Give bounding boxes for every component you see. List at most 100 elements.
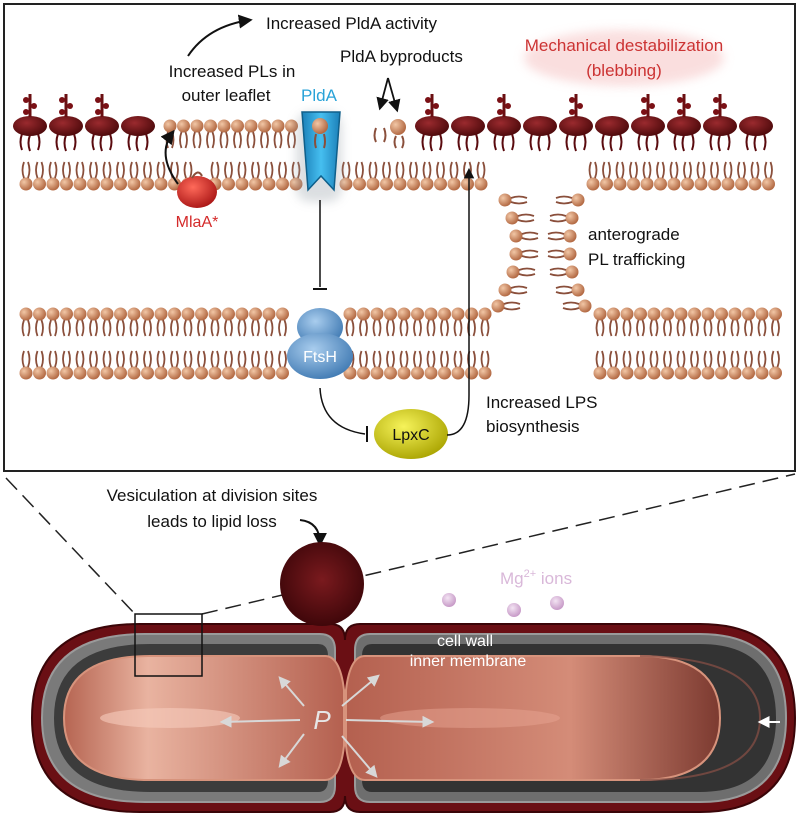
lipid-tail	[595, 350, 605, 368]
lipid-head	[87, 307, 100, 321]
lipid-head	[262, 307, 276, 321]
lipid-head	[276, 177, 289, 191]
lipid-tail	[649, 319, 659, 337]
lipid-tail	[730, 350, 740, 368]
inner-membrane-label: inner membrane	[410, 653, 527, 670]
mg-ion	[550, 596, 564, 610]
lipid-head	[181, 366, 195, 380]
lipid-head	[661, 307, 674, 321]
bleb-lipid-tail	[521, 231, 539, 241]
lipid-tail	[278, 161, 287, 179]
byproduct-arrow-left	[376, 77, 389, 111]
lipid-head	[762, 177, 775, 191]
lipid-tail	[260, 131, 269, 149]
lipid-tail	[197, 319, 206, 337]
lipid-head	[708, 177, 721, 191]
bleb-lipid-tail	[510, 195, 528, 205]
lipid-head	[33, 177, 46, 191]
lps-sugar	[103, 103, 109, 109]
lipid-tail	[636, 350, 645, 368]
lipid-head	[742, 307, 755, 321]
lipid-head	[613, 177, 627, 191]
biosynthesis-label: biosynthesis	[486, 417, 580, 436]
plda-byproducts-label: PldA byproducts	[340, 47, 463, 66]
lipid-head	[366, 177, 380, 191]
lipid-head	[181, 307, 195, 321]
anterograde-label: anterograde	[588, 225, 680, 244]
lipid-head	[163, 119, 177, 133]
lipid-head	[474, 177, 488, 191]
lipid-head	[127, 366, 141, 380]
bleb-lipid-head	[565, 265, 579, 279]
lipid-tail	[251, 161, 260, 179]
lipid-head	[271, 119, 285, 133]
lipid-tail	[129, 319, 139, 337]
lipid-tail	[246, 131, 256, 149]
lipid-head	[343, 307, 357, 321]
lipid-head	[397, 307, 411, 321]
lipid-head	[640, 177, 654, 191]
lipid-tail	[440, 350, 449, 368]
lipid-tail	[663, 350, 672, 368]
lipid-tail	[116, 161, 125, 179]
lipid-tail	[683, 161, 692, 179]
bleb-lipid-tail	[547, 249, 565, 259]
lipid-tail	[386, 319, 395, 337]
vesiculation-label: Vesiculation at division sites	[107, 486, 318, 505]
lipid-tail	[595, 319, 605, 337]
lipid-tail	[368, 161, 378, 179]
lps-core	[451, 116, 485, 136]
lps-sugar	[23, 109, 29, 115]
lipid-loss-label: leads to lipid loss	[147, 512, 276, 531]
lipid-head	[721, 177, 735, 191]
lipid-head	[204, 119, 217, 133]
vesiculation-arrow	[299, 519, 327, 547]
lipid-tail	[771, 319, 780, 337]
lipid-tail	[237, 161, 247, 179]
lipid-tail	[237, 350, 247, 368]
lipid-head	[46, 366, 60, 380]
lipid-head	[33, 366, 46, 380]
lipid-tail	[62, 319, 71, 337]
lipid-head	[755, 307, 769, 321]
lipid-tail	[730, 319, 740, 337]
lps-sugar	[59, 109, 65, 115]
lipid-tail	[399, 319, 409, 337]
lipid-head	[73, 307, 87, 321]
lipid-tail	[399, 350, 409, 368]
bleb-lipid-head	[509, 229, 523, 243]
lipid-tail	[622, 319, 632, 337]
bleb-lipid-tail	[547, 231, 565, 241]
bleb-lipid-head	[578, 299, 592, 313]
lipid-head	[634, 366, 647, 380]
lipid-tail	[622, 350, 632, 368]
lipid-tail	[143, 350, 152, 368]
lps-tail	[127, 133, 149, 152]
bleb-lipid-tail	[518, 267, 536, 277]
byproduct-arrow-right	[387, 77, 401, 113]
lipid-head	[19, 177, 33, 191]
lipid-head	[262, 177, 276, 191]
lipid-head	[593, 366, 607, 380]
bleb-lipid-tail	[555, 285, 573, 295]
mlaa-protein	[177, 176, 217, 208]
lps-sugar	[31, 103, 37, 109]
plda-label: PldA	[301, 86, 338, 105]
blebbing-label: (blebbing)	[586, 61, 662, 80]
lipid-head	[141, 366, 154, 380]
lipid-head	[19, 366, 33, 380]
lipid-head	[60, 177, 73, 191]
plda-bound-lipid	[312, 118, 328, 134]
lipid-tail	[676, 319, 686, 337]
lipid-tail	[278, 350, 287, 368]
bleb-lipid-tail	[549, 267, 567, 277]
lipid-tail	[690, 319, 699, 337]
lps-sugar	[685, 103, 691, 109]
bleb-lipid-head	[509, 247, 523, 261]
lipid-head	[586, 177, 600, 191]
lipid-tail	[278, 319, 287, 337]
lipid-head	[222, 366, 235, 380]
lipid-head	[73, 177, 87, 191]
lipid-head	[715, 307, 728, 321]
